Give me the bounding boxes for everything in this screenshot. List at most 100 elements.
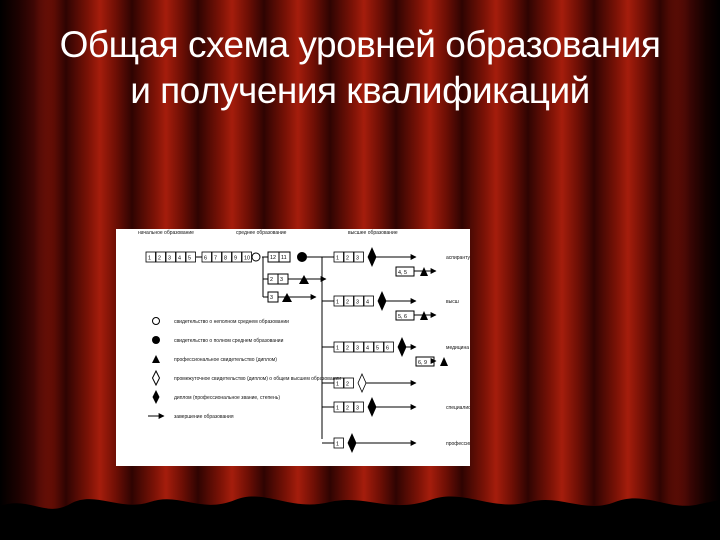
primary-school-grades: 1 2 3 4 5 6 7 8 9 10 — [145, 251, 252, 263]
legend-label: свидетельство о полном среднем образован… — [174, 338, 284, 344]
higher-row: 1 2 3 специалист — [322, 397, 470, 417]
grade-box-label: 2 — [158, 255, 161, 261]
legend-label: профессиональное свидетельство (диплом) — [174, 357, 277, 363]
filled-diamond-icon — [152, 390, 160, 404]
grade-box-label: 2 — [346, 381, 349, 387]
open-diamond-icon — [357, 373, 367, 393]
grade-box-label: 3 — [356, 299, 359, 305]
grade-box-label: 7 — [214, 255, 217, 261]
grade-box — [221, 251, 232, 263]
header-higher: высшее образование — [348, 230, 398, 236]
filled-diamond-icon — [347, 433, 357, 453]
stage-floor — [0, 496, 720, 540]
filled-circle-icon — [297, 252, 307, 262]
grade-box-label: 1 — [336, 441, 339, 447]
legend-label: диплом (профессиональное звание, степень… — [174, 395, 280, 401]
header-primary: начальное образование — [138, 230, 194, 236]
extra-years-label: 5, 6 — [398, 314, 407, 320]
grade-box-label: 8 — [224, 255, 227, 261]
grade-box-label: 10 — [244, 255, 250, 261]
title-line-1: Общая схема уровней образования — [59, 24, 661, 65]
grade-box — [383, 341, 394, 353]
outcome-label: профессия — [446, 441, 470, 447]
secondary-box-label: 12 — [270, 255, 276, 261]
filled-circle-icon — [152, 336, 160, 344]
grade-box-label: 1 — [336, 255, 339, 261]
grade-box-label: 6 — [204, 255, 207, 261]
grade-box — [343, 341, 354, 353]
legend-label: промежуточное свидетельство (диплом) о о… — [174, 376, 341, 382]
legend: свидетельство о неполном среднем образов… — [148, 317, 341, 420]
higher-row: 1 2 3 4, 5 аспирантура, магистратура — [322, 247, 470, 277]
grade-box — [333, 295, 344, 307]
grade-box-label: 3 — [356, 255, 359, 261]
grade-box — [175, 251, 186, 263]
grade-box-label: 4 — [178, 255, 181, 261]
grade-box — [333, 341, 344, 353]
grade-box — [333, 437, 344, 449]
extra-years-label: 6, 9 — [418, 360, 427, 366]
grade-box — [231, 251, 242, 263]
grade-box — [343, 401, 354, 413]
triangle-icon — [420, 311, 428, 320]
legend-label: завершение образования — [174, 414, 234, 420]
secondary-box — [278, 251, 291, 263]
filled-diamond-icon — [377, 291, 387, 311]
grade-box — [353, 295, 364, 307]
grade-box — [333, 401, 344, 413]
grade-box-label: 2 — [346, 405, 349, 411]
outcome-label: специалист — [446, 405, 470, 411]
grade-box — [343, 251, 354, 263]
grade-box — [363, 295, 374, 307]
grade-box — [165, 251, 176, 263]
outcome-label: медицина — [446, 345, 469, 351]
grade-box-label: 2 — [346, 255, 349, 261]
grade-box-label: 3 — [356, 405, 359, 411]
higher-row: 1 профессия — [322, 433, 470, 453]
grade-box-label: 6 — [386, 345, 389, 351]
open-circle-icon — [251, 252, 261, 262]
grade-box — [155, 251, 166, 263]
grade-box — [343, 377, 354, 389]
slide-title: Общая схема уровней образования и получе… — [0, 22, 720, 114]
grade-box — [373, 341, 384, 353]
grade-box-label: 1 — [336, 381, 339, 387]
open-circle-icon — [152, 317, 160, 325]
grade-box-label: 4 — [366, 345, 369, 351]
legend-label: свидетельство о неполном среднем образов… — [174, 319, 289, 325]
secondary-box-label: 3 — [280, 277, 283, 283]
grade-box-label: 4 — [366, 299, 369, 305]
grade-box-label: 2 — [346, 345, 349, 351]
grade-box — [353, 401, 364, 413]
outcome-label: аспирантура, магистратура — [446, 255, 470, 261]
grade-box-label: 1 — [336, 405, 339, 411]
secondary-box-label: 11 — [281, 255, 287, 261]
grade-box-label: 1 — [148, 255, 151, 261]
secondary-box-label: 2 — [270, 277, 273, 283]
header-secondary: среднее образование — [236, 230, 287, 236]
filled-diamond-icon — [367, 247, 377, 267]
grade-box-label: 1 — [336, 345, 339, 351]
grade-box-label: 2 — [346, 299, 349, 305]
grade-box — [333, 251, 344, 263]
grade-box-label: 9 — [234, 255, 237, 261]
grade-box — [333, 377, 344, 389]
secondary-box-label: 3 — [270, 295, 273, 301]
grade-box-label: 5 — [188, 255, 191, 261]
grade-box — [353, 341, 364, 353]
education-scheme-figure: начальное образование среднее образовани… — [116, 229, 470, 466]
grade-box-label: 3 — [168, 255, 171, 261]
grade-box — [211, 251, 222, 263]
triangle-icon — [152, 355, 160, 363]
grade-box-label: 5 — [376, 345, 379, 351]
grade-box — [145, 251, 156, 263]
outcome-label: высш — [446, 299, 459, 305]
title-line-2: и получения квалификаций — [130, 70, 590, 111]
triangle-icon — [440, 357, 448, 366]
triangle-icon — [420, 267, 428, 276]
extra-years-label: 4, 5 — [398, 270, 407, 276]
